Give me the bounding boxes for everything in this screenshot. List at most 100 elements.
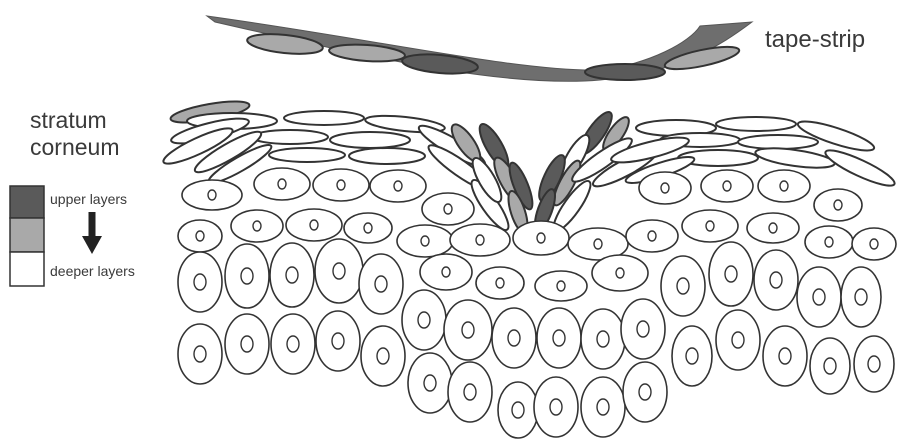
epidermal-cell — [254, 168, 310, 200]
corneocyte — [349, 148, 425, 164]
tape-strip — [207, 16, 752, 81]
epidermal-cell — [402, 290, 446, 350]
epidermal-cell — [422, 193, 474, 225]
corneocyte — [269, 148, 345, 162]
epidermal-cell — [682, 210, 738, 242]
epidermal-cell — [316, 311, 360, 371]
cell-nucleus — [462, 322, 474, 338]
cell-nucleus — [286, 267, 298, 283]
epidermal-cell — [492, 308, 536, 368]
epidermal-cell — [231, 210, 283, 242]
cell-nucleus — [332, 333, 344, 349]
epidermal-cell — [592, 255, 648, 291]
epidermal-cell — [286, 209, 342, 241]
cell-nucleus — [868, 356, 880, 372]
cell-nucleus — [686, 348, 698, 364]
cell-nucleus — [769, 223, 777, 233]
cell-nucleus — [375, 276, 387, 292]
corneocyte — [284, 111, 364, 125]
cell-nucleus — [677, 278, 689, 294]
cell-nucleus — [725, 266, 737, 282]
epidermal-cell — [661, 256, 705, 316]
corneocyte — [738, 135, 818, 149]
cell-nucleus — [780, 181, 788, 191]
epidermal-cell — [797, 267, 841, 327]
cell-nucleus — [424, 375, 436, 391]
cell-nucleus — [394, 181, 402, 191]
cell-nucleus — [464, 384, 476, 400]
epidermal-cell — [498, 382, 538, 438]
corneocyte — [795, 116, 876, 156]
epidermal-cell — [672, 326, 712, 386]
cell-nucleus — [208, 190, 216, 200]
corneocyte — [822, 145, 898, 192]
epidermal-cell — [178, 220, 222, 252]
corneocyte — [330, 132, 410, 148]
epidermal-cell — [344, 213, 392, 243]
epidermal-cell — [747, 213, 799, 243]
cell-nucleus — [253, 221, 261, 231]
legend-deeper-label: deeper layers — [50, 263, 135, 279]
epidermal-cell — [841, 267, 881, 327]
epidermal-cell — [810, 338, 850, 394]
legend-upper-label: upper layers — [50, 191, 127, 207]
epidermal-cell — [758, 170, 810, 202]
legend: upper layers deeper layers — [10, 186, 135, 286]
epidermal-cell — [581, 377, 625, 437]
cell-nucleus — [496, 278, 504, 288]
epidermal-cell — [709, 242, 753, 306]
epidermal-cell — [621, 299, 665, 359]
cell-nucleus — [594, 239, 602, 249]
cell-nucleus — [813, 289, 825, 305]
cell-nucleus — [310, 220, 318, 230]
cell-nucleus — [870, 239, 878, 249]
epidermal-cell — [852, 228, 896, 260]
legend-arrow-head — [82, 236, 102, 254]
epidermal-cell — [397, 225, 453, 257]
cell-nucleus — [557, 281, 565, 291]
cell-nucleus — [597, 399, 609, 415]
epidermal-cell — [513, 221, 569, 255]
epidermal-cell — [623, 362, 667, 422]
removed-corneocyte — [585, 64, 665, 80]
epidermal-cell — [444, 300, 492, 360]
cell-nucleus — [337, 180, 345, 190]
cell-nucleus — [421, 236, 429, 246]
cell-nucleus — [512, 402, 524, 418]
cell-nucleus — [476, 235, 484, 245]
epidermal-cell — [701, 170, 753, 202]
cell-nucleus — [723, 181, 731, 191]
cell-nucleus — [732, 332, 744, 348]
cell-nucleus — [418, 312, 430, 328]
epidermal-cell — [370, 170, 426, 202]
epidermal-cell — [805, 226, 853, 258]
cell-nucleus — [706, 221, 714, 231]
cell-nucleus — [661, 183, 669, 193]
epidermal-cell — [448, 362, 492, 422]
epidermal-cell — [359, 254, 403, 314]
epidermal-cell — [476, 267, 524, 299]
epidermal-cell — [225, 244, 269, 308]
epidermal-cell — [182, 180, 242, 210]
cell-nucleus — [278, 179, 286, 189]
tape-strip-label: tape-strip — [765, 26, 865, 53]
cell-nucleus — [287, 336, 299, 352]
cell-nucleus — [639, 384, 651, 400]
epidermal-cell — [271, 314, 315, 374]
stratum-corneum-label-line1: stratum — [30, 107, 107, 133]
epidermal-cell — [626, 220, 678, 252]
viable-epidermis — [178, 168, 896, 438]
epidermal-cell — [361, 326, 405, 386]
corneocyte — [252, 130, 328, 144]
cell-nucleus — [834, 200, 842, 210]
epidermal-cell — [814, 189, 862, 221]
epidermal-cell — [225, 314, 269, 374]
cell-nucleus — [194, 274, 206, 290]
epidermal-cell — [408, 353, 452, 413]
cell-nucleus — [770, 272, 782, 288]
epidermal-cell — [716, 310, 760, 370]
legend-swatch-deeper — [10, 252, 44, 286]
epidermal-cell — [313, 169, 369, 201]
stratum-corneum-label-line2: corneum — [30, 134, 119, 160]
